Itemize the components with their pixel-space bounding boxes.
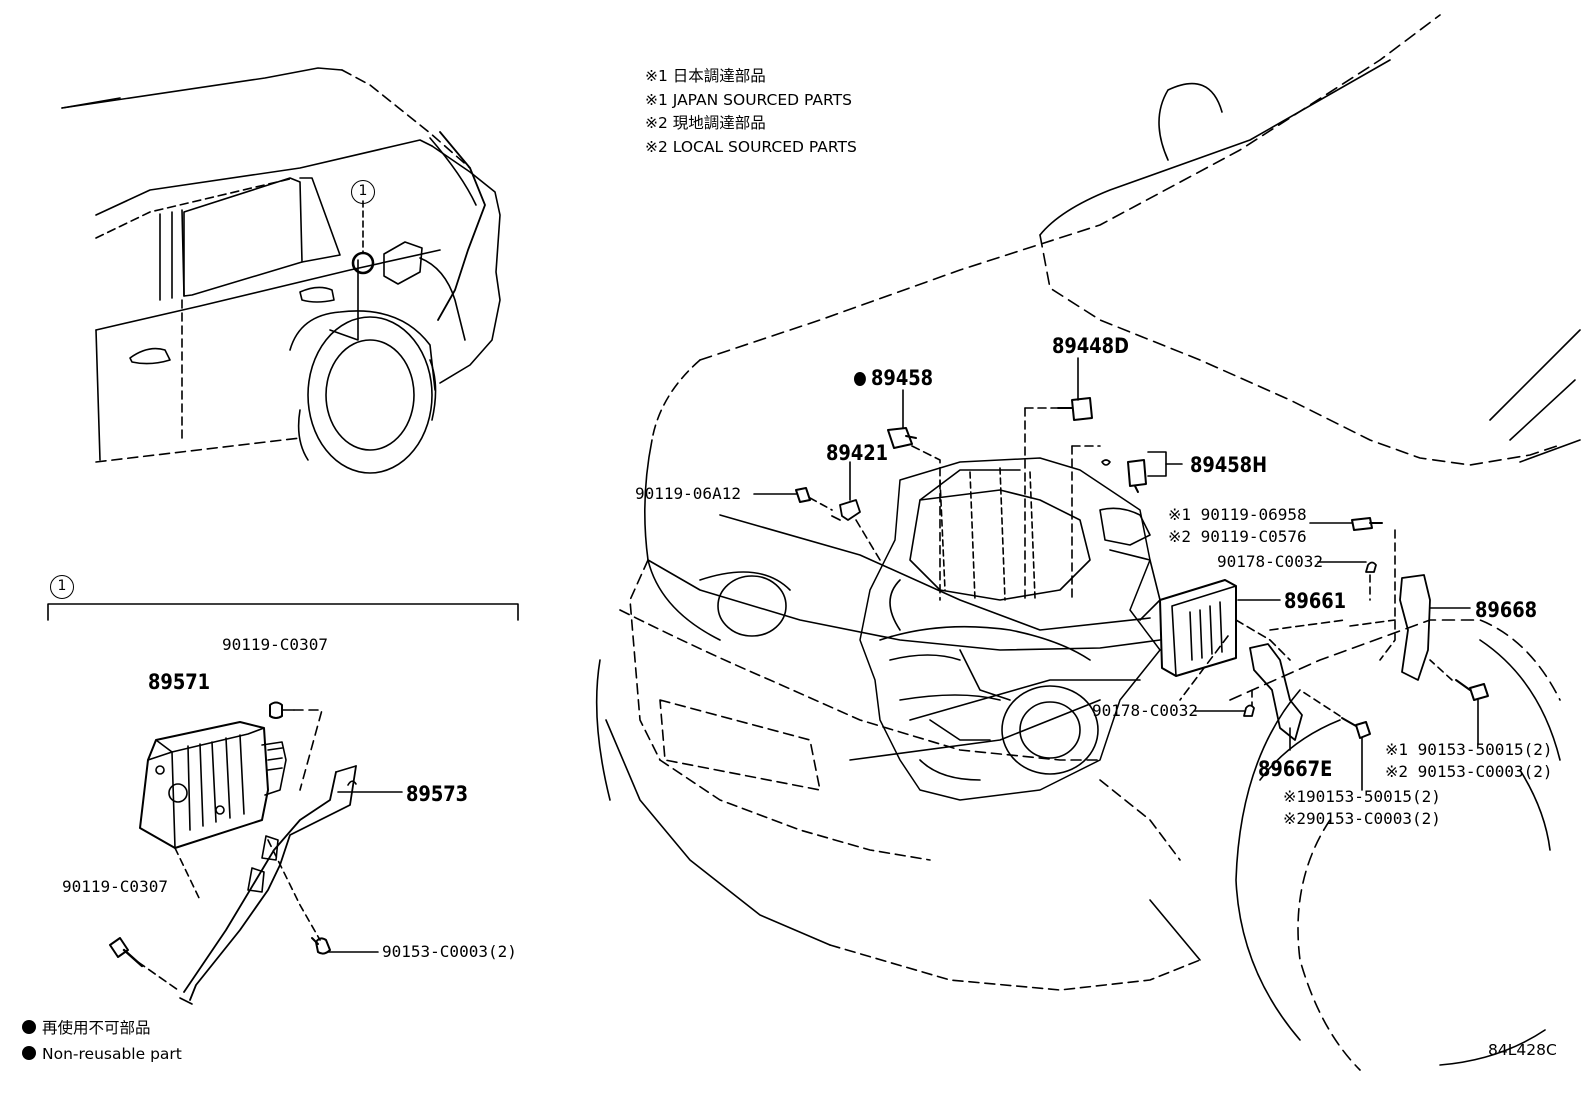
note-japan-sourced-en: ※1 JAPAN SOURCED PARTS [645, 91, 852, 109]
part-label-90153-C0003-right: ※2 90153-C0003(2) [1385, 762, 1553, 781]
part-label-90153-50015-right: ※1 90153-50015(2) [1385, 740, 1553, 759]
front-vehicle-illustration [595, 14, 1581, 1071]
non-reusable-dot-icon [854, 372, 866, 386]
non-reusable-dot-icon [22, 1020, 36, 1034]
part-label-90119-C0307-lower: 90119-C0307 [62, 877, 168, 896]
part-label-90178-C0032-upper: 90178-C0032 [1217, 552, 1323, 571]
callout-marker-rear: 1 [351, 180, 375, 204]
part-label-90153-C0003-center: ※290153-C0003(2) [1283, 809, 1441, 828]
legend-non-reusable-en: Non-reusable part [22, 1044, 182, 1064]
part-label-89668: 89668 [1475, 598, 1538, 622]
part-label-90119-06958: ※1 90119-06958 [1168, 505, 1307, 524]
part-label-90119-C0307-upper: 90119-C0307 [222, 635, 328, 654]
note-local-sourced-ja: ※2 現地調達部品 [645, 114, 766, 132]
part-label-89573: 89573 [406, 782, 469, 806]
callout-marker-frame: 1 [50, 575, 74, 599]
rear-vehicle-illustration [61, 67, 501, 474]
part-label-90119-C0576: ※2 90119-C0576 [1168, 527, 1307, 546]
callout-frame [47, 603, 519, 621]
diagram-code: 84L428C [1488, 1041, 1557, 1059]
note-japan-sourced-ja: ※1 日本調達部品 [645, 67, 766, 85]
ecu-89571-assembly [109, 701, 403, 1005]
non-reusable-dot-icon [22, 1046, 36, 1060]
note-local-sourced-en: ※2 LOCAL SOURCED PARTS [645, 138, 857, 156]
part-label-89571: 89571 [148, 670, 211, 694]
part-label-90153-50015-center: ※190153-50015(2) [1283, 787, 1441, 806]
part-label-89458H: 89458H [1190, 453, 1268, 477]
part-label-90153-C0003-left: 90153-C0003(2) [382, 942, 517, 961]
part-label-89667E: 89667E [1258, 757, 1333, 781]
part-label-89458: 89458 [854, 366, 933, 390]
part-label-90119-06A12: 90119-06A12 [635, 484, 741, 503]
part-label-89448D: 89448D [1052, 334, 1129, 358]
part-label-89421: 89421 [826, 441, 889, 465]
part-label-89661: 89661 [1284, 589, 1347, 613]
part-label-90178-C0032-lower: 90178-C0032 [1092, 701, 1198, 720]
fuel-lid-location-marker [351, 251, 375, 275]
legend-non-reusable-ja: 再使用不可部品 [22, 1018, 151, 1038]
